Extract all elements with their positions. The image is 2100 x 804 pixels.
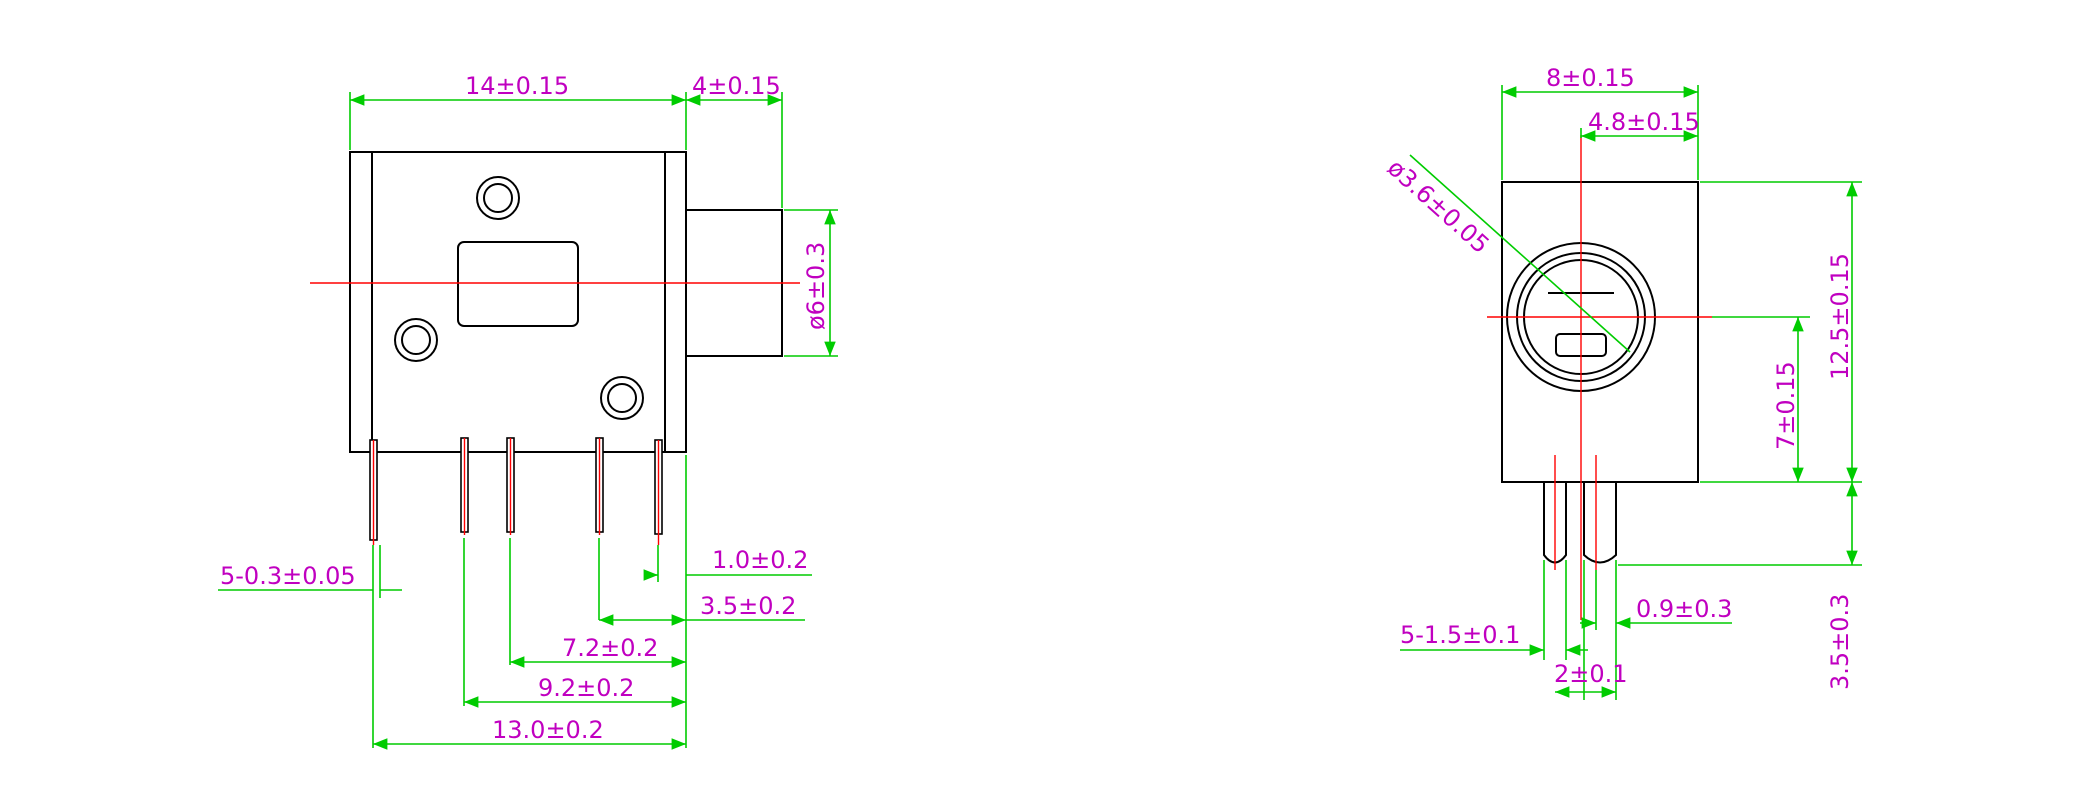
- window-slot: [457, 241, 579, 327]
- mounting-holes: [394, 176, 644, 420]
- dim-right-pin-width: 5-1.5±0.1: [1400, 621, 1520, 649]
- dim-right-height-center: 7±0.15: [1772, 361, 1800, 450]
- dim-pin-spacing-4: 9.2±0.2: [538, 674, 634, 702]
- left-bottom-dimensions: [218, 455, 812, 750]
- right-top-dimensions: [1501, 85, 1699, 180]
- dim-right-pin-length: 3.5±0.3: [1826, 594, 1854, 690]
- dim-pin-spacing-3: 7.2±0.2: [562, 634, 658, 662]
- dim-left-width-body: 14±0.15: [465, 72, 569, 100]
- right-body-outline: [1501, 181, 1699, 483]
- dim-right-center-offset: 4.8±0.15: [1588, 108, 1700, 136]
- right-bottom-dimensions: [1400, 560, 1732, 700]
- dim-right-pin-offset: 0.9±0.3: [1636, 595, 1732, 623]
- dim-pin-width: 5-0.3±0.05: [220, 562, 356, 590]
- right-view: ø3.6±0.05 8±0.15 4.8±0.15 12: [1382, 64, 1862, 700]
- right-pins: [1543, 455, 1617, 570]
- dim-pin-spacing-5: 13.0±0.2: [492, 716, 604, 744]
- dim-hole-dia: ø3.6±0.05: [1382, 154, 1495, 259]
- dim-pin-spacing-2: 3.5±0.2: [700, 592, 796, 620]
- dim-right-width-body: 8±0.15: [1546, 64, 1635, 92]
- right-side-dimensions: [1618, 181, 1862, 566]
- hole-dia-leader: [1409, 154, 1631, 353]
- left-view: 14±0.15 4±0.15 ø6±0.3: [218, 72, 838, 750]
- dim-nose-dia: ø6±0.3: [802, 242, 830, 330]
- dim-right-pin-pitch: 2±0.1: [1554, 660, 1628, 688]
- dim-pin-spacing-1: 1.0±0.2: [712, 546, 808, 574]
- left-pins: [369, 437, 663, 545]
- dim-left-width-nose: 4±0.15: [692, 72, 781, 100]
- nose-dia-dimension: [784, 209, 838, 357]
- dim-right-height-body: 12.5±0.15: [1826, 253, 1854, 380]
- left-top-dimensions: [349, 92, 783, 208]
